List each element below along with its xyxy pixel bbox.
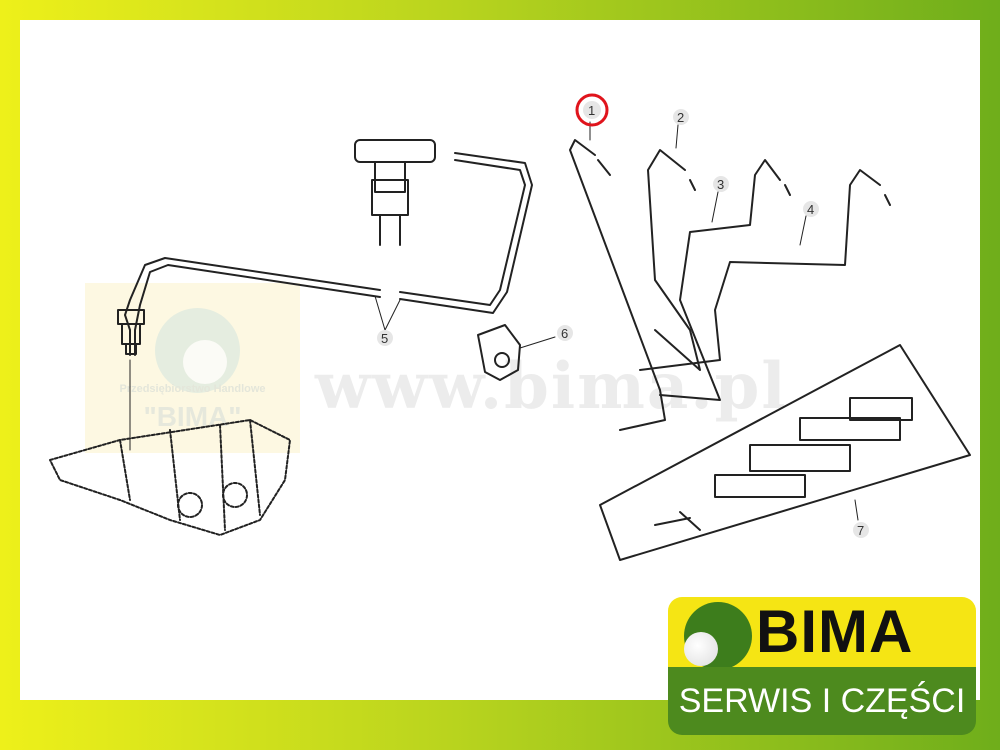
svg-text:5: 5 (381, 331, 388, 346)
watermark-logo-ball (155, 308, 240, 393)
leader-lines (374, 121, 859, 521)
logo-tagline: SERWIS I CZĘŚCI (678, 682, 966, 720)
logo-bottom-band: SERWIS I CZĘŚCI (668, 667, 976, 735)
injector-pipes (569, 139, 891, 431)
svg-text:3: 3 (717, 177, 724, 192)
url-watermark: www.bima.pl (315, 349, 788, 424)
tee-connector (354, 139, 436, 246)
logo-top-band: BIMA (668, 597, 976, 670)
svg-text:6: 6 (561, 326, 568, 341)
callout-3: 3 (713, 176, 729, 192)
pipe-5 (117, 152, 533, 451)
watermark-company-line: Przedsiębiorstwo Handlowe (119, 383, 266, 395)
callout-4: 4 (803, 201, 819, 217)
company-watermark: Przedsiębiorstwo Handlowe "BIMA" (85, 283, 300, 453)
callout-2: 2 (673, 109, 689, 125)
svg-text:1: 1 (588, 103, 595, 118)
callout-6: 6 (557, 325, 573, 341)
bracket-7 (599, 344, 971, 561)
logo-ball-icon (684, 602, 752, 670)
svg-text:7: 7 (857, 523, 864, 538)
svg-text:4: 4 (807, 202, 814, 217)
bima-logo: BIMA SERWIS I CZĘŚCI (668, 597, 976, 737)
watermark-company-name: "BIMA" (143, 401, 242, 432)
callout-7: 7 (853, 522, 869, 538)
callout-1: 1 (575, 93, 609, 127)
callout-5: 5 (377, 330, 393, 346)
injection-pump (49, 419, 291, 536)
svg-text:2: 2 (677, 110, 684, 125)
logo-name: BIMA (756, 598, 914, 665)
clip-6 (477, 324, 521, 381)
